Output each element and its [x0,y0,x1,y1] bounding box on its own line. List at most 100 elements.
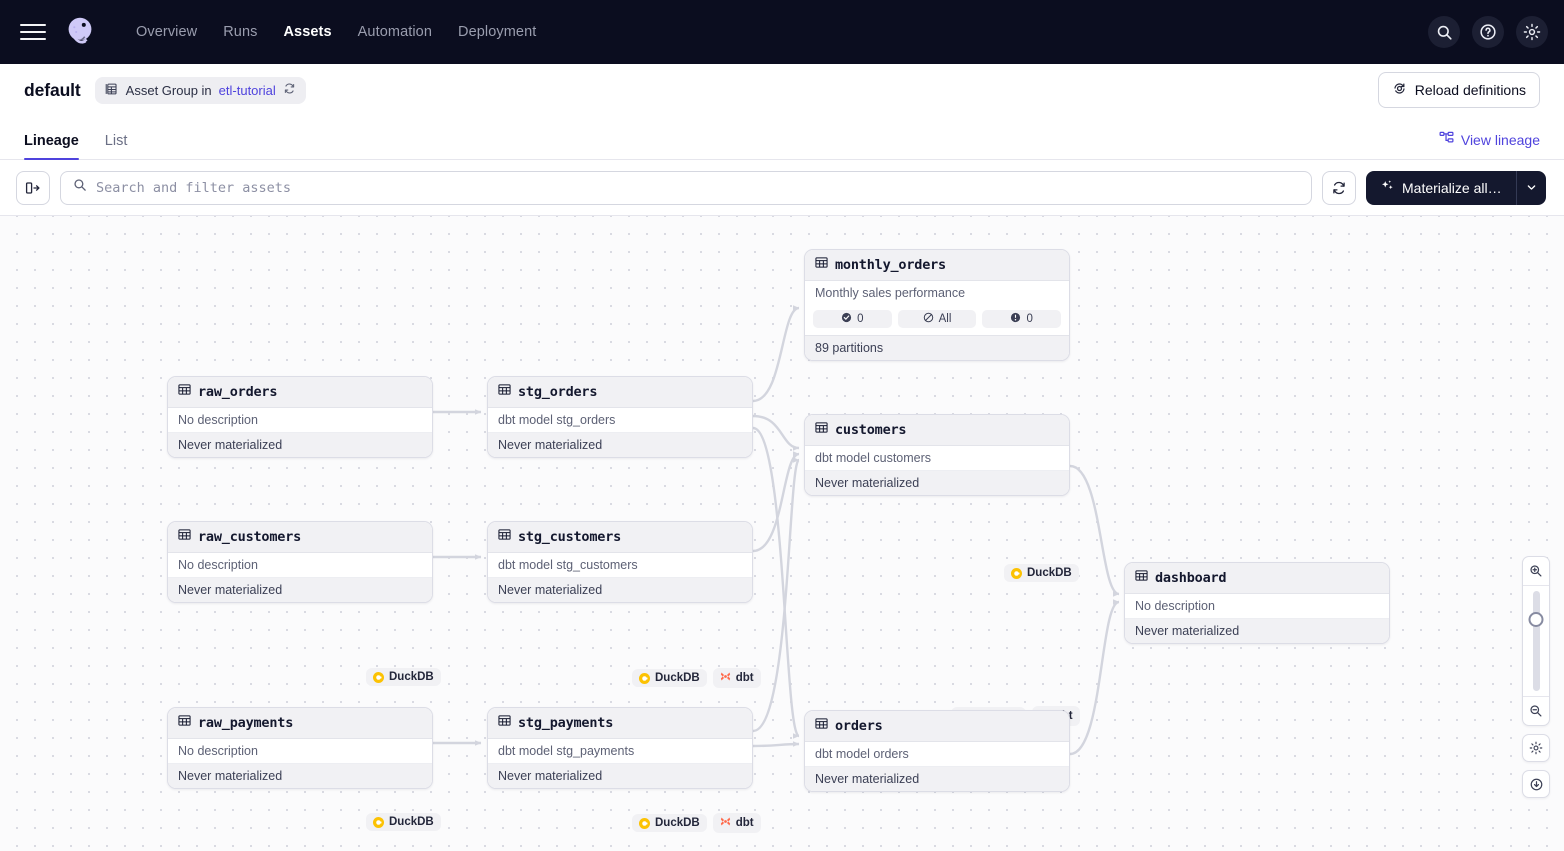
partition-badge-materialized[interactable]: 0 [813,310,892,328]
dagster-logo-icon [68,17,92,44]
duckdb-icon [373,671,384,683]
asset-node-dashboard[interactable]: dashboard No description Never materiali… [1124,562,1390,644]
lineage-settings-button[interactable] [1522,734,1550,762]
divider [1523,696,1549,697]
top-navigation: Overview Runs Assets Automation Deployme… [0,0,1564,64]
search-input[interactable] [96,179,1299,196]
asset-node-header: orders [805,711,1069,742]
kind-tag-dbt[interactable]: dbt [712,668,761,688]
kind-tag-label: DuckDB [655,672,700,684]
hamburger-icon[interactable] [16,15,50,49]
asset-node-raw-orders[interactable]: raw_orders No description Never material… [167,376,433,458]
search-icon [73,178,87,197]
tab-list[interactable]: List [104,133,128,149]
asset-node-description: No description [1125,594,1389,619]
asset-kind-tags: DuckDB [366,668,441,686]
asset-node-stg-orders[interactable]: stg_orders dbt model stg_orders Never ma… [487,376,753,458]
nav-item-deployment[interactable]: Deployment [458,24,537,40]
kind-tag-duckdb[interactable]: DuckDB [366,668,441,686]
reload-definitions-button[interactable]: Reload definitions [1377,72,1540,108]
table-icon [1135,569,1148,587]
asset-node-description: dbt model orders [805,742,1069,767]
page-header: default Asset Group in etl-tutorial [0,64,1564,116]
duckdb-icon [639,817,650,829]
nav-item-runs[interactable]: Runs [223,24,258,40]
asset-node-description: dbt model stg_orders [488,408,752,433]
partition-badge-value: 0 [857,313,864,325]
kind-tag-duckdb[interactable]: DuckDB [366,813,441,831]
asset-node-name: customers [835,422,907,438]
asset-kind-tags: DuckDB dbt [632,813,761,833]
table-icon [178,714,191,732]
help-icon[interactable] [1472,16,1504,48]
refresh-assets-button[interactable] [1322,170,1356,205]
divider [1523,585,1549,586]
nav-right-actions [1428,16,1548,48]
asset-group-chip-link[interactable]: etl-tutorial [218,82,276,98]
search-field-wrapper[interactable] [60,170,1312,205]
view-lineage-link[interactable]: View lineage [1439,131,1540,159]
asset-node-raw-payments[interactable]: raw_payments No description Never materi… [167,707,433,789]
refresh-icon[interactable] [283,82,296,98]
table-icon [178,383,191,401]
kind-tag-label: DuckDB [655,817,700,829]
partition-badge-value: 0 [1026,313,1033,325]
asset-node-header: dashboard [1125,563,1389,594]
materialize-dropdown-button[interactable] [1515,170,1546,205]
partition-badge-row: 0 All [805,305,1069,335]
kind-tag-label: dbt [735,672,754,684]
missing-circle-icon [923,312,934,326]
nav-item-assets[interactable]: Assets [283,24,332,40]
asset-node-name: stg_orders [518,384,598,400]
asset-node-name: orders [835,718,883,734]
asset-node-stg-customers[interactable]: stg_customers dbt model stg_customers Ne… [487,521,753,603]
kind-tag-label: DuckDB [1027,567,1072,579]
asset-node-orders[interactable]: orders dbt model orders Never materializ… [804,710,1070,792]
asset-node-status: Never materialized [488,764,752,788]
check-circle-icon [841,312,852,326]
asset-kind-tags: DuckDB dbt [632,668,761,688]
dbt-icon [720,816,731,830]
fit-to-screen-button[interactable] [1522,770,1550,798]
kind-tag-duckdb[interactable]: DuckDB [1004,564,1079,582]
asset-node-status: Never materialized [1125,619,1389,643]
nav-item-overview[interactable]: Overview [136,24,198,40]
zoom-slider-thumb[interactable] [1528,612,1544,627]
asset-node-description: No description [168,739,432,764]
panel-toggle-icon[interactable] [16,170,50,205]
kind-tag-duckdb[interactable]: DuckDB [632,669,707,687]
zoom-in-icon[interactable] [1522,557,1550,585]
kind-tag-label: DuckDB [389,816,434,828]
asset-node-status: Never materialized [168,578,432,602]
asset-node-monthly-orders[interactable]: monthly_orders Monthly sales performance… [804,249,1070,361]
asset-node-header: stg_payments [488,708,752,739]
gear-icon[interactable] [1516,16,1548,48]
gear-icon [1529,741,1543,755]
zoom-out-icon[interactable] [1522,697,1550,725]
asset-kind-tags: DuckDB [1004,564,1079,582]
asset-node-status: Never materialized [805,767,1069,791]
zoom-slider[interactable] [1522,586,1550,696]
asset-group-chip[interactable]: Asset Group in etl-tutorial [94,76,306,104]
materialize-all-button[interactable]: Materialize all… [1366,170,1516,205]
search-icon[interactable] [1428,16,1460,48]
asset-node-customers[interactable]: customers dbt model customers Never mate… [804,414,1070,496]
materialize-all-label: Materialize all… [1402,179,1502,196]
kind-tag-duckdb[interactable]: DuckDB [632,814,707,832]
kind-tag-dbt[interactable]: dbt [712,813,761,833]
partition-badge-failed[interactable]: 0 [982,310,1062,328]
lineage-canvas[interactable]: raw_orders No description Never material… [0,216,1564,851]
kind-tag-label: DuckDB [389,671,434,683]
asset-toolbar: Materialize all… [0,160,1564,216]
asset-node-header: monthly_orders [805,250,1069,281]
asset-node-status: Never materialized [488,433,752,457]
asset-node-description: No description [168,408,432,433]
tab-lineage[interactable]: Lineage [24,133,79,160]
asset-node-raw-customers[interactable]: raw_customers No description Never mater… [167,521,433,603]
nav-item-automation[interactable]: Automation [357,24,433,40]
asset-node-name: dashboard [1155,570,1227,586]
asset-node-stg-payments[interactable]: stg_payments dbt model stg_payments Neve… [487,707,753,789]
partition-badge-missing[interactable]: All [897,310,977,328]
duckdb-icon [639,672,650,684]
dagster-logo[interactable] [60,12,100,52]
